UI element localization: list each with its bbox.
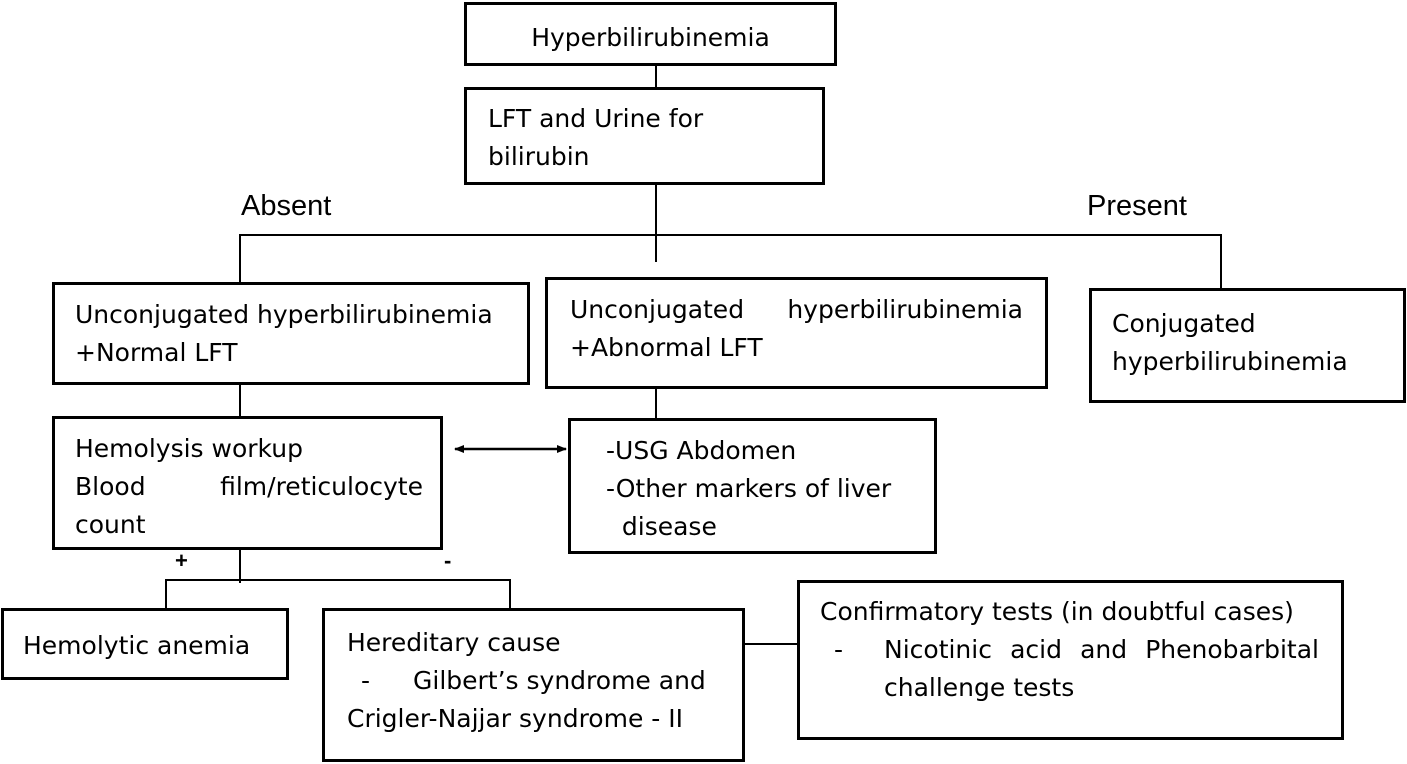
- node-confirmatory-words: Nicotinic acid and Phenobarbital: [884, 631, 1319, 669]
- edge-label-present: Present: [1087, 190, 1187, 222]
- node-unconjugated-normal-lft: Unconjugated hyperbilirubinemia +Normal …: [52, 282, 530, 385]
- node-hemolysis-word-film: film/reticulocyte: [220, 472, 423, 501]
- node-conjugated-line1: Conjugated: [1112, 309, 1256, 338]
- node-confirmatory-word-acid: acid: [1010, 635, 1062, 664]
- node-unconjugated-abnormal-line1: Unconjugated hyperbilirubinemia: [570, 291, 1023, 329]
- node-conjugated-line2: hyperbilirubinemia: [1112, 347, 1348, 376]
- node-hemolytic-anemia: Hemolytic anemia: [1, 608, 289, 680]
- node-hereditary-line3: Crigler-Najjar syndrome - II: [347, 704, 683, 733]
- node-confirmatory-line2: - Nicotinic acid and Phenobarbital: [820, 631, 1319, 669]
- node-hemolysis-workup: Hemolysis workup Blood film/reticulocyte…: [52, 416, 443, 550]
- node-hemolysis-line1: Hemolysis workup: [75, 434, 303, 463]
- edge-sign-positive: +: [175, 548, 188, 573]
- node-unconjugated-abnormal-word2: hyperbilirubinemia: [787, 295, 1023, 324]
- node-confirmatory-line1: Confirmatory tests (in doubtful cases): [820, 597, 1294, 626]
- node-usg-line3: disease: [606, 512, 717, 541]
- node-unconjugated-normal-line2: +Normal LFT: [75, 338, 238, 367]
- node-hereditary-cause: Hereditary cause - Gilbert’s syndrome and…: [322, 608, 745, 762]
- node-confirmatory-word-nicotinic: Nicotinic: [884, 635, 992, 664]
- node-hemolysis-line2: Blood film/reticulocyte: [75, 468, 423, 506]
- node-usg-line1: -USG Abdomen: [606, 436, 797, 465]
- node-unconjugated-abnormal-lft: Unconjugated hyperbilirubinemia +Abnorma…: [545, 277, 1048, 389]
- node-unconjugated-abnormal-word1: Unconjugated: [570, 295, 745, 324]
- connector-branch-bar: [239, 234, 1222, 288]
- node-unconjugated-normal-line1: Unconjugated hyperbilirubinemia: [75, 300, 493, 329]
- node-confirmatory-tests: Confirmatory tests (in doubtful cases) -…: [797, 580, 1344, 740]
- node-lft-urine-line1: LFT and Urine for: [488, 104, 704, 133]
- node-hemolysis-line3: count: [75, 510, 146, 539]
- node-hereditary-dash: -: [361, 666, 371, 695]
- node-hyperbilirubinemia: Hyperbilirubinemia: [464, 2, 837, 66]
- node-lft-urine-line2: bilirubin: [488, 142, 590, 171]
- node-hemolytic-anemia-text: Hemolytic anemia: [23, 631, 251, 660]
- node-hyperbilirubinemia-text: Hyperbilirubinemia: [531, 23, 770, 52]
- connector-result-bar: [165, 579, 511, 608]
- node-confirmatory-word-and: and: [1080, 635, 1128, 664]
- node-usg-line2: -Other markers of liver: [606, 474, 892, 503]
- node-hereditary-gilbert: Gilbert’s syndrome and: [413, 666, 706, 695]
- node-usg-abdomen: -USG Abdomen -Other markers of liver dis…: [568, 418, 937, 554]
- node-lft-urine: LFT and Urine for bilirubin: [464, 87, 825, 185]
- node-confirmatory-dash: -: [834, 635, 844, 664]
- node-conjugated: Conjugated hyperbilirubinemia: [1089, 288, 1406, 403]
- node-hereditary-line2: - Gilbert’s syndrome and: [347, 662, 742, 700]
- node-hereditary-line1: Hereditary cause: [347, 628, 561, 657]
- node-confirmatory-line3: challenge tests: [884, 673, 1075, 702]
- node-unconjugated-abnormal-line2: +Abnormal LFT: [570, 333, 763, 362]
- node-confirmatory-word-phenobarbital: Phenobarbital: [1145, 635, 1319, 664]
- edge-sign-negative: -: [444, 548, 452, 573]
- node-hemolysis-word-blood: Blood: [75, 472, 146, 501]
- edge-label-absent: Absent: [241, 190, 332, 222]
